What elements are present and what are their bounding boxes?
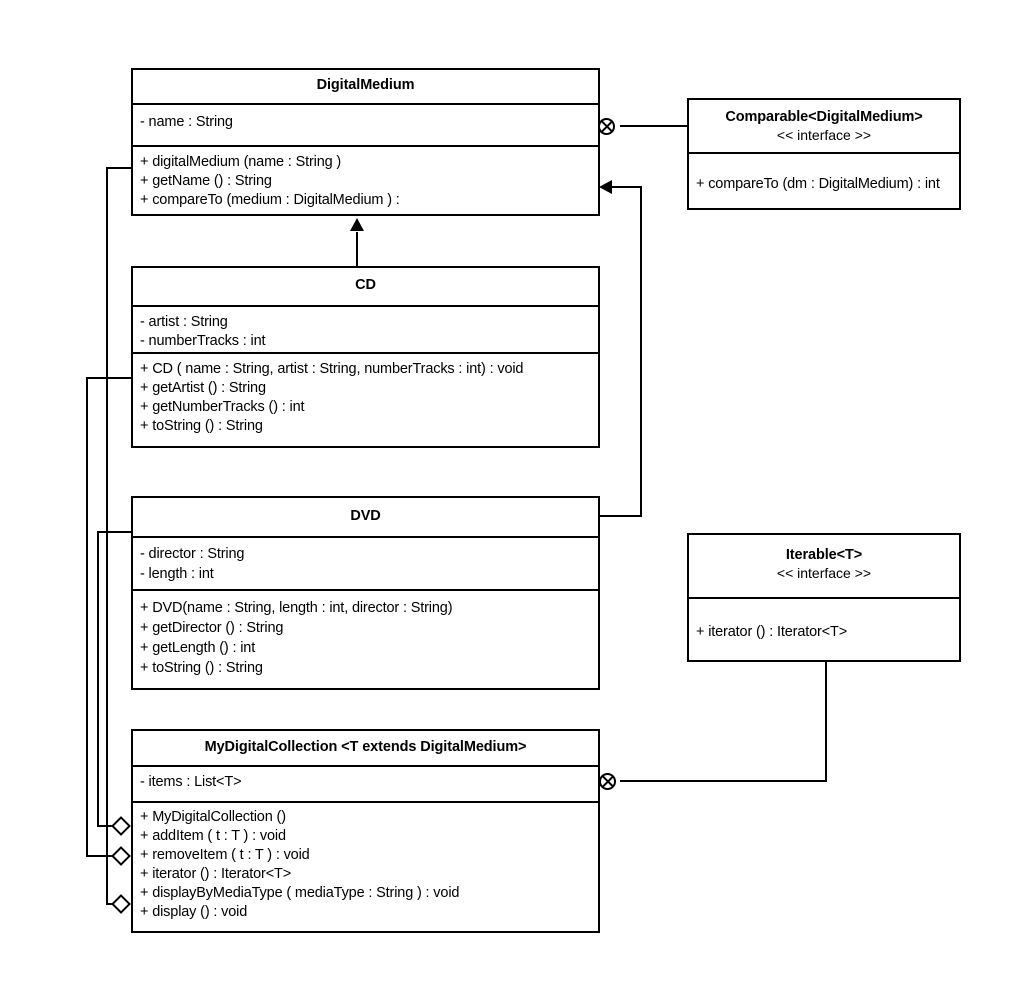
attribute-row: - length : int [140, 566, 214, 582]
interface-iterable-operations: + iterator () : Iterator<T> [689, 597, 959, 660]
operation-row: + CD ( name : String, artist : String, n… [140, 361, 524, 377]
interface-comparable-operations: + compareTo (dm : DigitalMedium) : int [689, 152, 959, 208]
generalization-dvd-segment-vertical [640, 187, 642, 517]
class-cd-operations: + CD ( name : String, artist : String, n… [133, 352, 598, 446]
operation-row: + iterator () : Iterator<T> [140, 866, 292, 882]
generalization-cd-arrowhead-icon [350, 218, 364, 231]
class-mydigitalcollection-operations: + MyDigitalCollection () + addItem ( t :… [133, 801, 598, 935]
aggregation-dvd-diamond-icon [111, 816, 131, 836]
operation-row: + getLength () : int [140, 640, 256, 656]
realization-collection-to-iterable-segment-v [825, 662, 827, 782]
operation-row: + digitalMedium (name : String ) [140, 154, 342, 170]
operation-row: + MyDigitalCollection () [140, 809, 286, 825]
attribute-row: - name : String [140, 114, 233, 130]
aggregation-dvd-segment-top [97, 531, 132, 533]
class-digitalmedium-attributes: - name : String [133, 103, 598, 145]
operation-row: + toString () : String [140, 660, 263, 676]
realization-iterable-crossed-circle-icon [599, 773, 616, 790]
interface-comparable-header: Comparable<DigitalMedium> << interface >… [689, 100, 959, 152]
interface-iterable-stereotype: << interface >> [776, 565, 872, 581]
generalization-dvd-arrowhead-icon [599, 180, 612, 194]
operation-row: + toString () : String [140, 418, 263, 434]
class-dvd-title: DVD [350, 508, 381, 524]
generalization-dvd-segment-top [612, 186, 642, 188]
interface-comparable-title: Comparable<DigitalMedium> [725, 109, 923, 125]
operation-row: + getName () : String [140, 173, 272, 189]
interface-iterable-title: Iterable<T> [785, 547, 863, 563]
attribute-row: - director : String [140, 546, 245, 562]
operation-row: + display () : void [140, 904, 248, 920]
aggregation-cd-segment-vertical [86, 377, 88, 856]
attribute-row: - items : List<T> [140, 774, 242, 790]
class-cd-attributes: - artist : String - numberTracks : int [133, 305, 598, 352]
class-dvd-attributes: - director : String - length : int [133, 536, 598, 589]
operation-row: + removeItem ( t : T ) : void [140, 847, 310, 863]
aggregation-cd-diamond-icon [111, 846, 131, 866]
class-mydigitalcollection-title: MyDigitalCollection <T extends DigitalMe… [204, 739, 527, 755]
class-box-dvd[interactable]: DVD - director : String - length : int +… [131, 496, 600, 690]
aggregation-digitalmedium-segment-top [106, 167, 132, 169]
interface-comparable-stereotype: << interface >> [776, 127, 872, 143]
operation-row: + DVD(name : String, length : int, direc… [140, 600, 453, 616]
class-box-digitalmedium[interactable]: DigitalMedium - name : String + digitalM… [131, 68, 600, 216]
generalization-cd-to-digitalmedium-line [356, 232, 358, 266]
attribute-row: - numberTracks : int [140, 333, 266, 349]
realization-digitalmedium-to-comparable-line [620, 125, 688, 127]
class-digitalmedium-header: DigitalMedium [133, 70, 598, 103]
aggregation-dvd-segment-vertical [97, 531, 99, 826]
aggregation-digitalmedium-segment-vertical [106, 167, 108, 904]
realization-collection-to-iterable-segment-h [620, 780, 827, 782]
class-mydigitalcollection-attributes: - items : List<T> [133, 765, 598, 801]
interface-iterable-header: Iterable<T> << interface >> [689, 535, 959, 597]
operation-row: + displayByMediaType ( mediaType : Strin… [140, 885, 460, 901]
aggregation-dvd-segment-bottom [97, 825, 122, 827]
operation-row: + compareTo (dm : DigitalMedium) : int [696, 176, 940, 192]
operation-row: + getArtist () : String [140, 380, 266, 396]
aggregation-cd-segment-bottom [86, 855, 122, 857]
operation-row: + getNumberTracks () : int [140, 399, 305, 415]
operation-row: + addItem ( t : T ) : void [140, 828, 286, 844]
class-box-mydigitalcollection[interactable]: MyDigitalCollection <T extends DigitalMe… [131, 729, 600, 933]
aggregation-digitalmedium-diamond-icon [111, 894, 131, 914]
class-cd-header: CD [133, 268, 598, 305]
class-dvd-operations: + DVD(name : String, length : int, direc… [133, 589, 598, 688]
generalization-dvd-segment-bottom [600, 515, 642, 517]
interface-box-iterable[interactable]: Iterable<T> << interface >> + iterator (… [687, 533, 961, 662]
class-dvd-header: DVD [133, 498, 598, 536]
operation-row: + getDirector () : String [140, 620, 284, 636]
aggregation-cd-segment-top [86, 377, 132, 379]
attribute-row: - artist : String [140, 314, 228, 330]
realization-comparable-crossed-circle-icon [598, 118, 615, 135]
interface-box-comparable[interactable]: Comparable<DigitalMedium> << interface >… [687, 98, 961, 210]
class-box-cd[interactable]: CD - artist : String - numberTracks : in… [131, 266, 600, 448]
class-digitalmedium-operations: + digitalMedium (name : String ) + getNa… [133, 145, 598, 214]
class-digitalmedium-title: DigitalMedium [316, 77, 415, 93]
operation-row: + compareTo (medium : DigitalMedium ) : [140, 192, 400, 208]
operation-row: + iterator () : Iterator<T> [696, 624, 848, 640]
class-cd-title: CD [355, 277, 376, 293]
class-mydigitalcollection-header: MyDigitalCollection <T extends DigitalMe… [133, 731, 598, 765]
